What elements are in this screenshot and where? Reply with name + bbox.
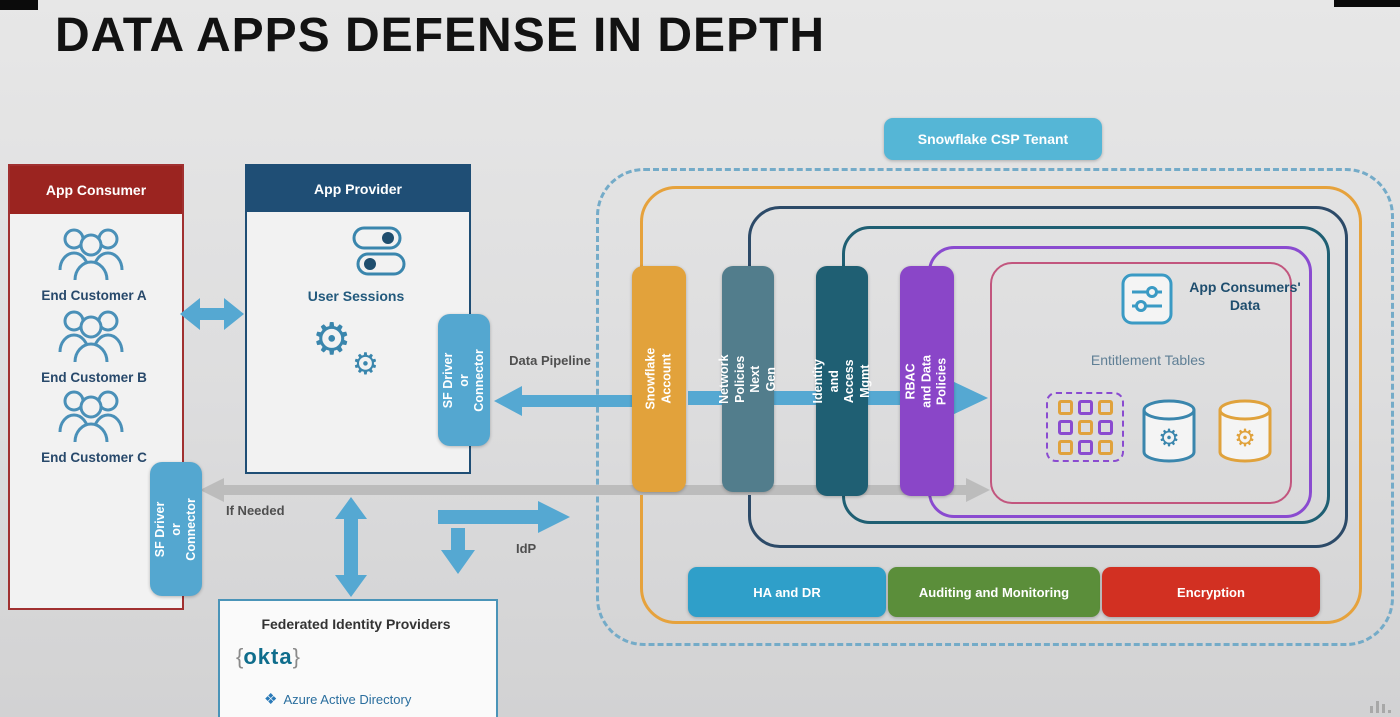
consumer-provider-arrow — [180, 298, 244, 330]
end-customer-label: End Customer A — [41, 288, 147, 303]
entitlement-tables-label: Entitlement Tables — [1090, 352, 1206, 368]
svg-text:⚙: ⚙ — [1158, 425, 1180, 452]
svg-text:⚙: ⚙ — [1234, 425, 1256, 452]
letterbox-artifact — [1334, 0, 1400, 7]
layer-bar-label: Network Policies Next Gen — [716, 354, 778, 404]
end-customer-label: End Customer C — [41, 450, 147, 465]
database-icon-orange: ⚙ — [1218, 399, 1272, 463]
okta-wordmark: okta — [243, 644, 293, 669]
sliders-icon — [1121, 273, 1173, 325]
azure-icon: ❖ — [264, 691, 278, 708]
okta-logo: {okta} — [236, 644, 300, 670]
ha-dr-badge: HA and DR — [688, 567, 886, 617]
toggle-icon — [356, 252, 406, 276]
okta-brace: } — [292, 644, 300, 669]
users-group-icon — [58, 390, 124, 443]
idp-right-arrow — [438, 501, 570, 533]
app-consumer-header: App Consumer — [10, 166, 182, 214]
sf-driver-label: SF Driver or Connector — [152, 497, 198, 561]
entitlement-grid-icon — [1046, 392, 1124, 462]
federated-idp-box — [218, 599, 498, 717]
auditing-monitoring-badge: Auditing and Monitoring — [888, 567, 1100, 617]
sf-driver-label: SF Driver or Connector — [440, 348, 486, 412]
layer-bar-snowflake-account: Snowflake Account — [632, 266, 686, 492]
users-group-icon — [58, 228, 124, 281]
sf-driver-connector-provider: SF Driver or Connector — [438, 314, 490, 446]
gear-icon: ⚙ — [352, 348, 379, 381]
end-customer-label: End Customer B — [41, 370, 147, 385]
azure-ad-label: Azure Active Directory — [283, 691, 412, 707]
letterbox-artifact — [0, 0, 38, 10]
watermark-icon — [1370, 701, 1391, 713]
layer-bar-label: Snowflake Account — [643, 348, 674, 410]
if-needed-arrow — [200, 478, 990, 502]
users-group-icon — [58, 310, 124, 363]
idp-label: IdP — [516, 541, 537, 556]
data-zone-ring — [990, 262, 1292, 504]
toggle-icon — [352, 226, 402, 250]
data-pipeline-label: Data Pipeline — [509, 353, 591, 368]
layer-bar-identity-access: Identity and Access Mgmt — [811, 266, 872, 496]
app-consumers-data-label: App Consumers' Data — [1189, 279, 1301, 314]
layer-bar-rbac: RBAC and Data Policies — [900, 266, 954, 496]
sf-driver-connector-consumer: SF Driver or Connector — [150, 462, 202, 596]
app-provider-header: App Provider — [247, 166, 469, 212]
page-title: DATA APPS DEFENSE IN DEPTH — [55, 9, 826, 62]
gear-icon: ⚙ — [312, 315, 352, 364]
layer-bar-label: RBAC and Data Policies — [903, 354, 949, 408]
layer-bar-label: Identity and Access Mgmt — [810, 358, 872, 404]
csp-tenant-tab: Snowflake CSP Tenant — [884, 118, 1102, 160]
encryption-badge: Encryption — [1102, 567, 1320, 617]
idp-down-arrow — [441, 528, 475, 574]
layer-bar-network-policies: Network Policies Next Gen — [717, 266, 778, 492]
provider-idp-arrow — [335, 497, 367, 597]
okta-brace: { — [236, 644, 244, 669]
user-sessions-label: User Sessions — [307, 288, 405, 304]
if-needed-label: If Needed — [226, 503, 285, 518]
federated-idp-title: Federated Identity Providers — [261, 616, 451, 632]
azure-ad-row: ❖ Azure Active Directory — [264, 690, 411, 708]
database-icon-blue: ⚙ — [1142, 399, 1196, 463]
data-pipeline-arrow — [494, 386, 636, 416]
